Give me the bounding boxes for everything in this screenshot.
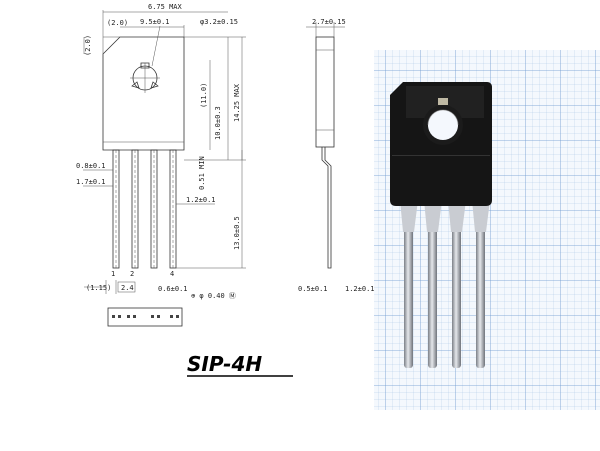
dim-lead-min: 0.51 MIN — [198, 156, 206, 190]
side-body — [315, 36, 335, 148]
front-body — [102, 36, 185, 151]
dim-hole: φ3.2±0.15 — [200, 18, 238, 26]
pin-1: 1 — [111, 270, 115, 278]
front-view: 6.75 MAX (2.0) 9.5±0.1 φ3.2±0.15 (2.0) (… — [76, 3, 246, 327]
footprint — [107, 307, 183, 327]
dim-width-max: 6.75 MAX — [148, 3, 183, 11]
dim-lead-t: 0.5±0.1 — [298, 285, 328, 293]
dim-thickness: 2.7±0.15 — [312, 18, 346, 26]
dim-lead-len: 13.0±0.5 — [233, 216, 241, 250]
pin-2: 2 — [130, 270, 134, 278]
dim-offset: 1.2±0.1 — [345, 285, 375, 293]
dim-lead-thk: 0.6±0.1 — [158, 285, 188, 293]
dim-edge: (1.15) — [86, 284, 111, 292]
dim-lead-w: 0.8±0.1 — [76, 162, 106, 170]
pin-4: 4 — [170, 270, 174, 278]
dim-height-inner: (11.0) — [200, 83, 208, 108]
dim-pitch-a: 1.2±0.1 — [186, 196, 216, 204]
dim-corner-left: (2.0) — [84, 35, 92, 56]
dim-tol: ⊕ φ 0.40 Ⓜ — [191, 292, 236, 300]
front-leads — [112, 149, 177, 269]
dim-pitch: 2.4 — [121, 284, 134, 292]
dim-corner: (2.0) — [107, 19, 128, 27]
side-view: 2.7±0.15 0.5±0.1 1.2±0.1 — [298, 18, 375, 293]
package-title: SIP-4H — [187, 352, 262, 376]
dim-lead-w2: 1.7±0.1 — [76, 178, 106, 186]
dim-height-max: 14.25 MAX — [233, 83, 241, 122]
dim-body-h: 10.0±0.3 — [214, 106, 222, 140]
component-photo — [374, 50, 600, 410]
dim-width: 9.5±0.1 — [140, 18, 170, 26]
